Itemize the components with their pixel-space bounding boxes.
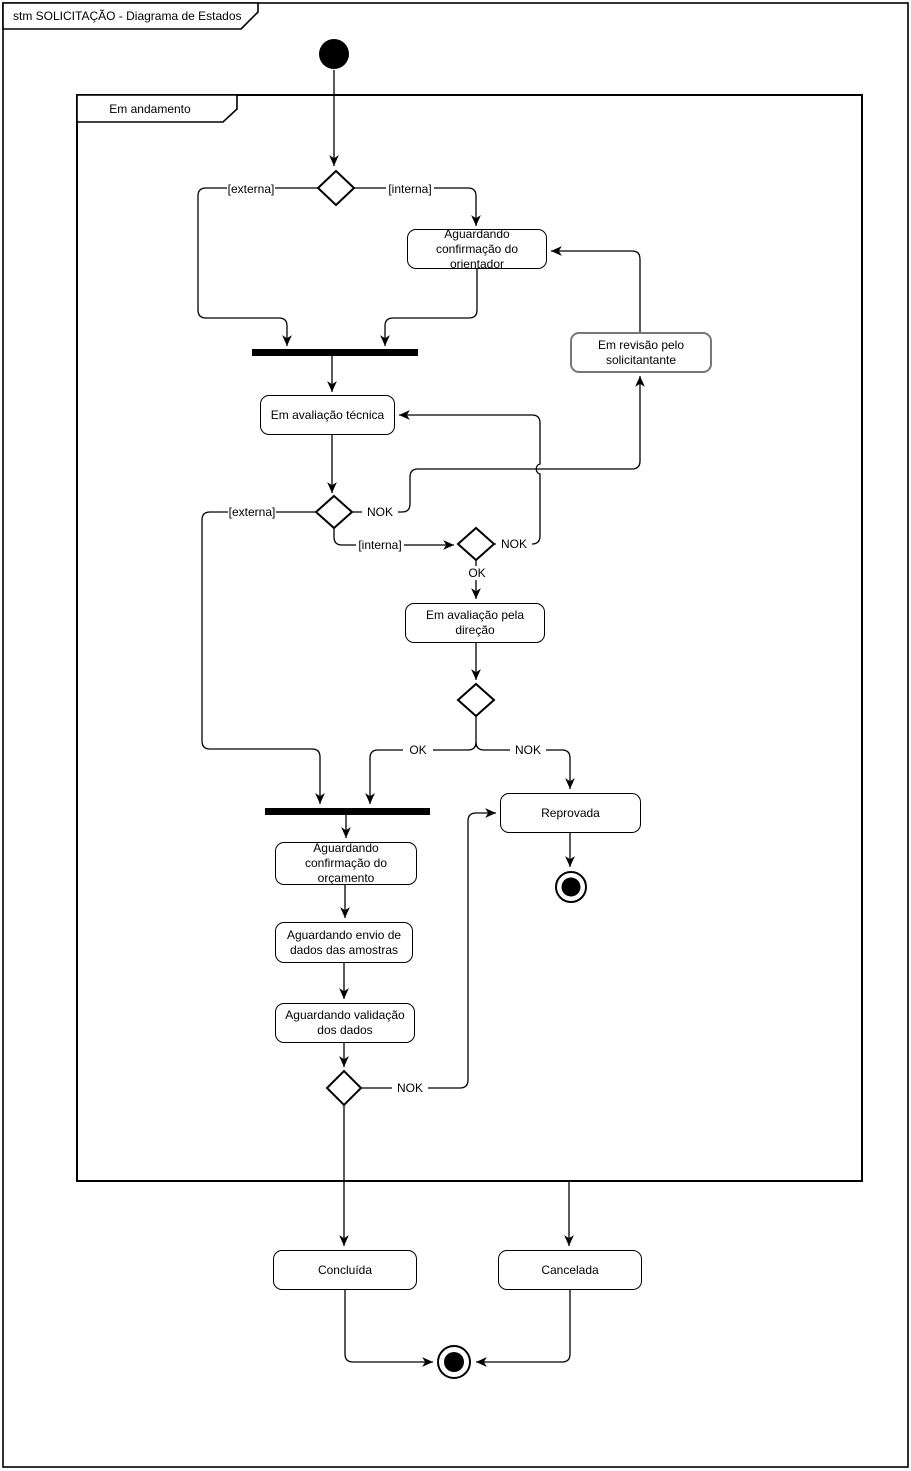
edge-nok1-to-revisao[interactable]: [352, 376, 645, 513]
state-aguardando-confirmacao-orcamento[interactable]: Aguardando confirmação do orçamento: [275, 841, 417, 885]
edge-nok2-to-tecnica[interactable]: [399, 410, 541, 545]
decision-tipo-solicitacao[interactable]: [316, 169, 356, 207]
edge-revisao-to-orientador[interactable]: [551, 246, 641, 332]
edge-externa1-to-join1[interactable]: [197, 187, 318, 346]
state-aguardando-confirmacao-orientador[interactable]: Aguardando confirmação do orientador: [407, 227, 547, 271]
state-em-avaliacao-tecnica[interactable]: Em avaliação técnica: [260, 395, 395, 435]
state-aguardando-validacao-dados[interactable]: Aguardando validação dos dados: [275, 1003, 415, 1043]
edge-concluida-to-final2[interactable]: [344, 1290, 433, 1367]
join-bar-2[interactable]: [265, 808, 430, 815]
edge-nok3-to-reprovada[interactable]: [361, 808, 496, 1089]
edge-label-nok-direcao: NOK: [510, 743, 546, 757]
edge-interna2-to-decision3[interactable]: [333, 528, 454, 550]
edge-label-ok2: OK: [403, 743, 433, 757]
edge-externa2-to-fork2[interactable]: [201, 511, 325, 804]
state-cancelada[interactable]: Cancelada: [498, 1250, 642, 1290]
diagram-title: stm SOLICITAÇÃO - Diagrama de Estados: [13, 9, 242, 23]
state-aguardando-envio-dados[interactable]: Aguardando envio de dados das amostras: [275, 922, 413, 963]
edge-label-interna1: [interna]: [386, 182, 434, 196]
edge-label-nok2: NOK: [496, 537, 532, 551]
join-bar-1[interactable]: [252, 349, 418, 356]
decision-validacao[interactable]: [325, 1069, 363, 1107]
edge-label-nok1: NOK: [362, 505, 398, 519]
state-em-avaliacao-direcao[interactable]: Em avaliação pela direção: [405, 603, 545, 643]
edge-ok2-to-fork2[interactable]: [365, 716, 477, 804]
edge-interna1-to-orientador[interactable]: [354, 187, 481, 226]
edge-label-ok1: OK: [462, 566, 492, 580]
initial-state[interactable]: [319, 39, 349, 69]
edge-cancelada-to-final2[interactable]: [476, 1290, 571, 1367]
edge-label-interna2: [interna]: [356, 538, 404, 552]
state-concluida[interactable]: Concluída: [273, 1250, 417, 1290]
decision-avaliacao-tecnica[interactable]: [314, 494, 354, 530]
edge-label-externa2: [externa]: [228, 505, 276, 519]
edge-nok-to-reprovada[interactable]: [475, 741, 575, 789]
diagram-title-tab: [2, 2, 259, 30]
state-reprovada[interactable]: Reprovada: [500, 793, 641, 833]
composite-state-tab[interactable]: [76, 94, 238, 123]
edge-orientador-to-join1[interactable]: [380, 269, 478, 346]
final-state-main[interactable]: [437, 1345, 471, 1379]
composite-state-label: Em andamento: [109, 102, 191, 116]
decision-interna-ok[interactable]: [456, 526, 496, 562]
composite-state-frame[interactable]: [76, 94, 863, 1182]
edge-label-nok3: NOK: [392, 1081, 428, 1095]
edge-label-externa1: [externa]: [227, 182, 275, 196]
state-em-revisao-solicitante[interactable]: Em revisão pelo solicitantante: [570, 332, 712, 373]
final-state-reprovada[interactable]: [555, 871, 587, 903]
decision-direcao[interactable]: [456, 682, 496, 718]
